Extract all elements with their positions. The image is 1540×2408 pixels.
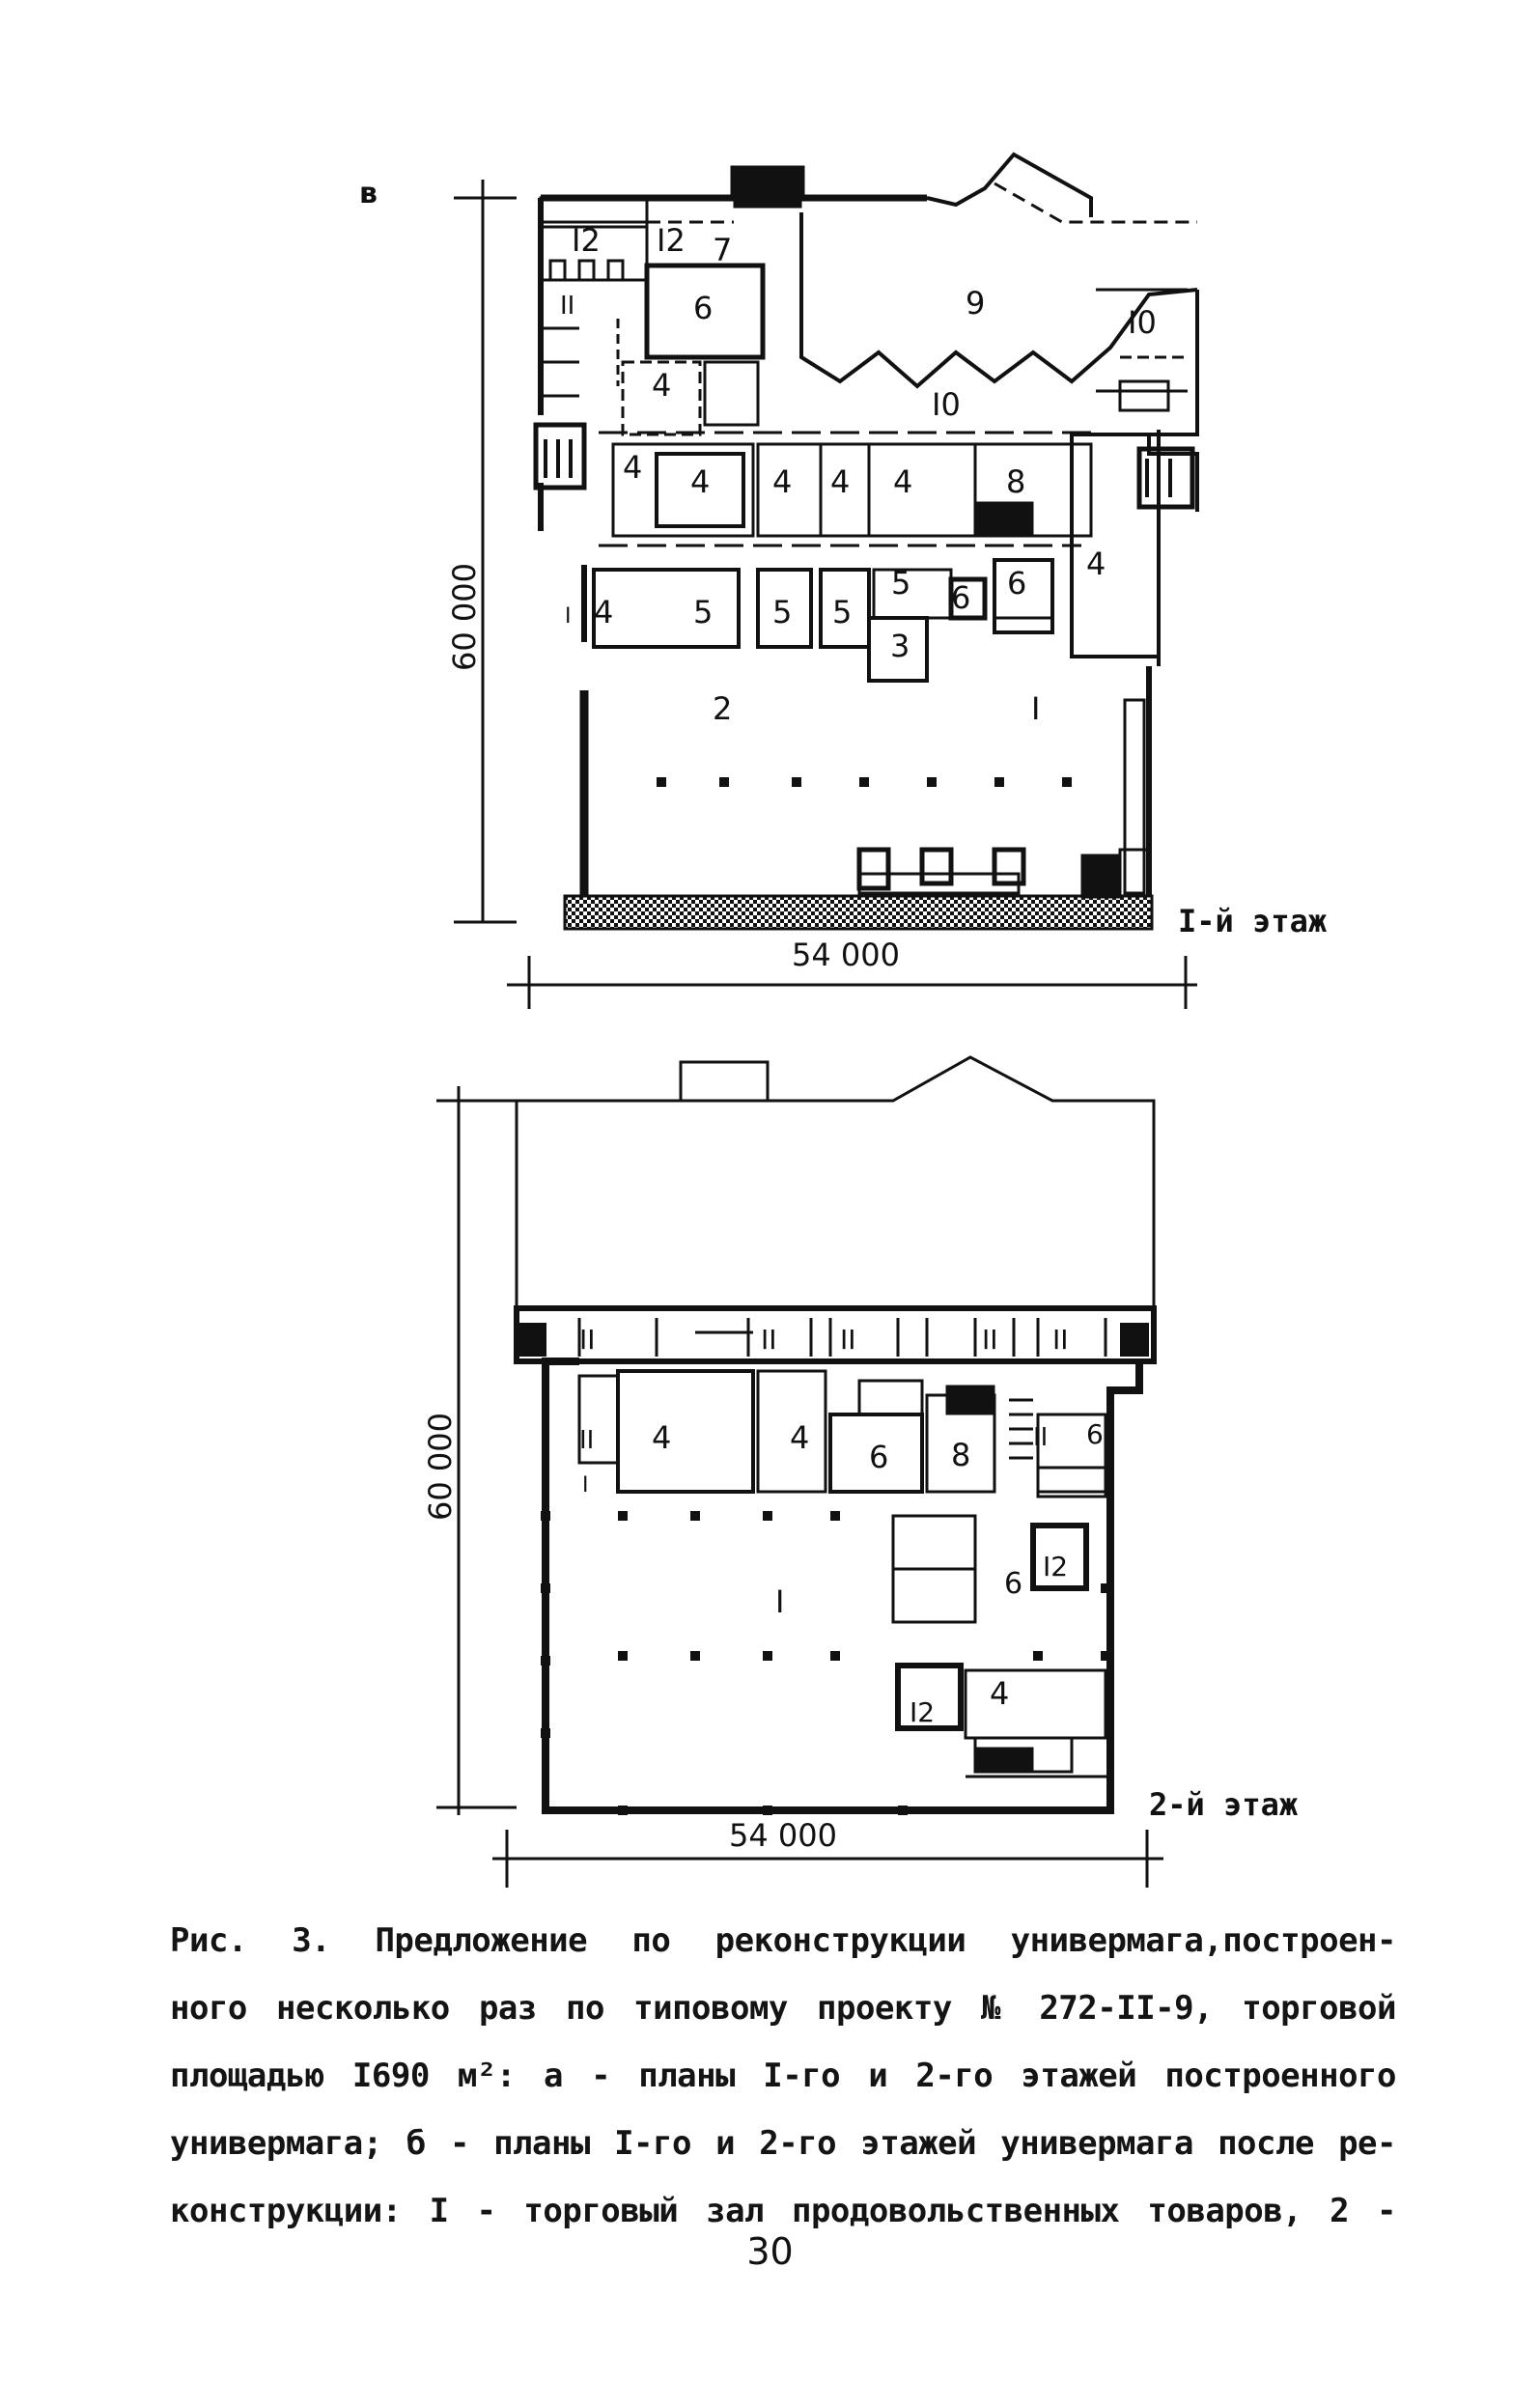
floor1-width-dim: 54 000 <box>792 937 900 973</box>
caption-line: Рис. 3. Предложение по реконструкции уни… <box>170 1921 1397 1960</box>
f2-room-11e: II <box>1052 1324 1069 1356</box>
caption-line: универмага; б - планы I-го и 2-го этажей… <box>170 2124 1397 2163</box>
f1-room-6: 6 <box>693 290 713 326</box>
panel-label: в <box>359 177 378 210</box>
f1-room-6b: 6 <box>951 579 970 616</box>
f1-room-1b: I <box>565 604 572 629</box>
f1-room-4d: 4 <box>772 463 792 500</box>
f1-room-4c: 4 <box>690 463 710 500</box>
f1-room-9: 9 <box>966 285 985 322</box>
f2-room-1b: I <box>582 1473 589 1498</box>
figure-caption: Рис. 3. Предложение по реконструкции уни… <box>170 1907 1397 2245</box>
f2-room-8: 8 <box>951 1437 970 1473</box>
f2-room-6c: 6 <box>1004 1567 1022 1601</box>
f1-room-6c: 6 <box>1007 565 1026 602</box>
page-number: 30 <box>746 2230 794 2273</box>
f1-room-5d: 5 <box>891 565 910 602</box>
f1-room-10b: I0 <box>932 386 961 423</box>
f1-room-10a: I0 <box>1128 304 1157 341</box>
f1-room-4a: 4 <box>652 367 671 404</box>
f2-room-11b: II <box>761 1324 777 1356</box>
f1-room-3: 3 <box>890 628 910 664</box>
f2-room-4c: 4 <box>990 1675 1009 1712</box>
f1-room-5b: 5 <box>772 594 792 630</box>
floor2-plan <box>436 1055 1163 1888</box>
f1-room-11: II <box>560 292 574 321</box>
f2-room-6a: 6 <box>869 1439 888 1475</box>
f2-room-12a: I2 <box>1043 1551 1068 1582</box>
f1-room-4e: 4 <box>830 463 850 500</box>
f2-room-11g: II <box>579 1426 594 1455</box>
f1-room-1: I <box>1031 690 1040 727</box>
f2-room-1: I <box>775 1583 784 1620</box>
f2-room-12b: I2 <box>910 1696 935 1728</box>
f1-room-7: 7 <box>713 232 732 268</box>
floor2-label: 2-й этаж <box>1149 1786 1299 1823</box>
f2-room-11f: II <box>1033 1423 1048 1452</box>
floor2-height-dim: 60 000 <box>422 1413 459 1521</box>
f2-room-11c: II <box>840 1324 856 1356</box>
f1-room-4h: 4 <box>594 594 613 630</box>
f1-room-5c: 5 <box>832 594 852 630</box>
floor1-label: I-й этаж <box>1178 903 1328 939</box>
f2-room-11a: II <box>579 1324 596 1356</box>
floor1-plan <box>454 152 1199 1009</box>
f1-room-8: 8 <box>1006 463 1025 500</box>
f2-room-6b: 6 <box>1086 1418 1104 1450</box>
f1-room-12a: I2 <box>572 222 601 259</box>
f2-room-4a: 4 <box>652 1419 671 1456</box>
caption-line: ного несколько раз по типовому проекту №… <box>170 1989 1397 2028</box>
caption-line: конструкции: I - торговый зал продовольс… <box>170 2192 1397 2230</box>
f1-room-12b: I2 <box>657 222 686 259</box>
f1-room-2: 2 <box>713 690 732 727</box>
caption-line: площадью I690 м²: а - планы I-го и 2-го … <box>170 2057 1397 2095</box>
floor1-height-dim: 60 000 <box>446 563 483 671</box>
f2-room-4b: 4 <box>790 1419 809 1456</box>
floor2-width-dim: 54 000 <box>729 1817 837 1854</box>
f1-room-4f: 4 <box>893 463 912 500</box>
f1-room-4b: 4 <box>623 449 642 486</box>
f2-room-11d: II <box>982 1324 998 1356</box>
f1-room-4g: 4 <box>1086 546 1106 582</box>
f1-room-5a: 5 <box>693 594 713 630</box>
